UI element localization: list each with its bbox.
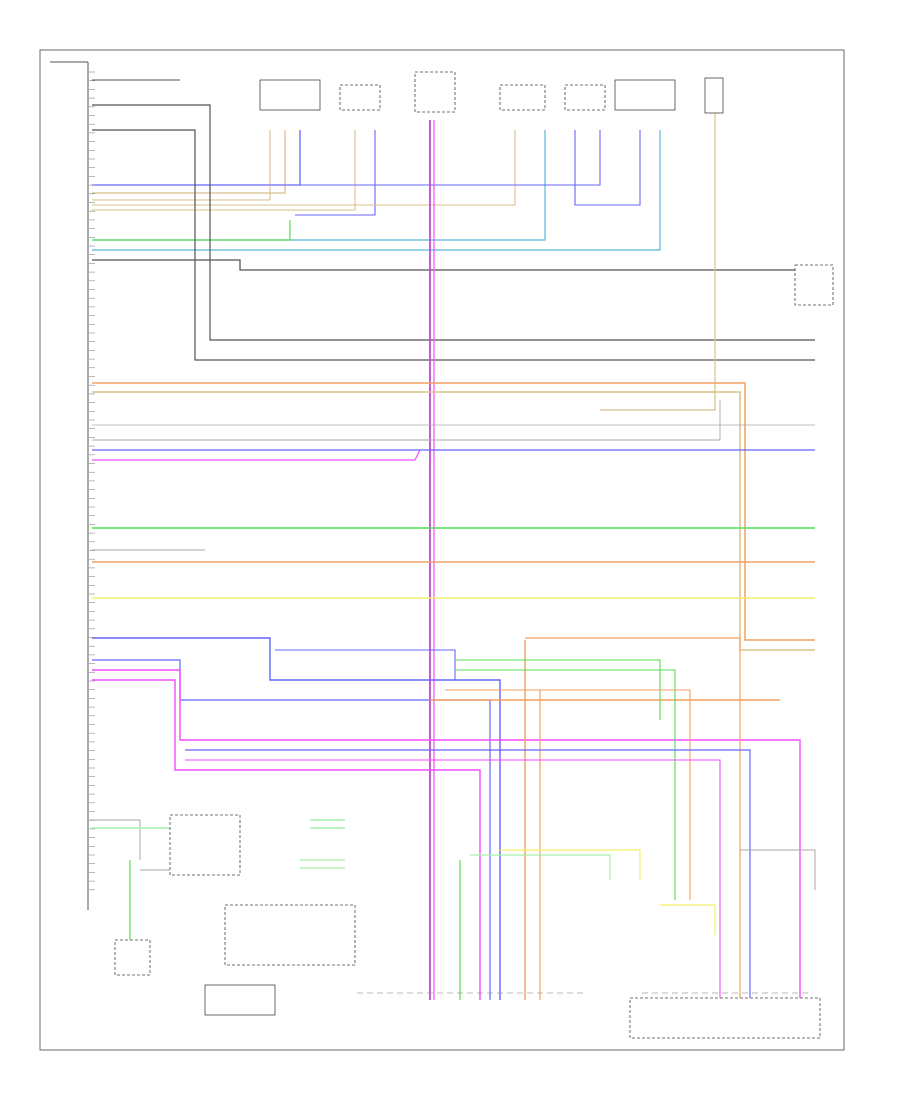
wire-orange-lower3 (445, 689, 691, 900)
wire-green (92, 220, 291, 241)
wire-green-lower (455, 659, 661, 720)
left-front-tweeter-box (339, 84, 381, 111)
wire-layer (90, 79, 816, 1000)
pin-label-layer (89, 71, 808, 994)
wire-green-lower2 (455, 669, 676, 900)
wire-yellow-rear (660, 904, 716, 935)
wire-dark-2 (92, 104, 815, 341)
wire-tan-c (92, 130, 516, 206)
wire-tan-lf2 (92, 130, 271, 201)
antenna-box (794, 264, 834, 306)
wire-magenta-lower4 (185, 759, 721, 1000)
amplifier-frame (224, 904, 356, 966)
mic-module-box (169, 814, 241, 876)
wire-gray-2 (92, 400, 721, 441)
wire-tan-lf (92, 130, 286, 194)
wire-gray-rear (740, 849, 816, 890)
antenna-module-box (704, 77, 724, 114)
wire-tan-antenna-module (600, 110, 716, 411)
wire-orange-1 (92, 382, 815, 641)
fuse-box (414, 71, 456, 113)
left-front-speaker-box (259, 79, 321, 111)
wire-blue-lft (295, 130, 376, 216)
wire-teal-rf (92, 130, 661, 251)
wire-tan-lft (92, 130, 356, 211)
wire-dark-3 (92, 129, 815, 361)
wire-gray-mic (90, 819, 141, 860)
wire-orange-h (525, 637, 741, 1000)
right-front-tweeter-box (564, 84, 606, 111)
wire-dark-antenna (92, 259, 795, 271)
wire-magenta-lower2 (92, 679, 481, 1000)
wire-blue-lf (92, 130, 301, 186)
wire-tan-2 (92, 391, 815, 651)
lower-left-box (114, 939, 151, 976)
right-front-speaker-box (614, 79, 676, 111)
wire-magenta-3 (92, 449, 421, 461)
wire-blue-lower3 (275, 649, 456, 680)
wire-yellow-v (500, 849, 641, 880)
wire-blue-rft (92, 130, 601, 186)
wire-lightgreen-6 (470, 854, 611, 880)
wire-blue-rf (574, 130, 641, 206)
center-speaker-box (499, 84, 546, 111)
wire-magenta-lower (92, 669, 801, 1000)
amplifier-box (204, 984, 276, 1016)
diagram-border (39, 49, 845, 1051)
component-layer (114, 71, 834, 1039)
wire-blue-lower4 (185, 749, 751, 1000)
wire-blue-lower (92, 637, 501, 1000)
rear-amp-frame (629, 997, 821, 1039)
